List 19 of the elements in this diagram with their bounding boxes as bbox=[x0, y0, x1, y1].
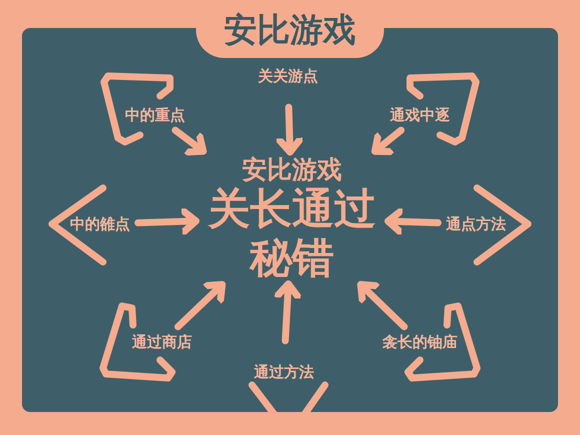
arrow bbox=[276, 104, 304, 156]
arrow bbox=[134, 208, 200, 235]
arrow bbox=[174, 281, 226, 330]
arrow bbox=[172, 126, 207, 156]
node-label: 中的重点 bbox=[117, 100, 193, 130]
arrow bbox=[357, 281, 408, 330]
node-label: 通戏中逐 bbox=[382, 100, 458, 130]
node-label: 通过方法 bbox=[246, 340, 322, 388]
arrow bbox=[371, 126, 405, 156]
node-label: 通过商店 bbox=[124, 326, 200, 358]
node-label: 通点方法 bbox=[438, 208, 514, 240]
arrow bbox=[274, 280, 302, 344]
arrow bbox=[384, 208, 442, 236]
center-heading: 关长通过秘错 bbox=[206, 185, 377, 282]
node-label: 衾长的铀庙 bbox=[374, 326, 466, 358]
center-subtitle: 安比游戏 bbox=[242, 154, 342, 186]
node-label: 中的雒点 bbox=[62, 208, 138, 240]
node-label: 关关游点 bbox=[250, 60, 326, 108]
title: 安比游戏 bbox=[224, 12, 356, 46]
